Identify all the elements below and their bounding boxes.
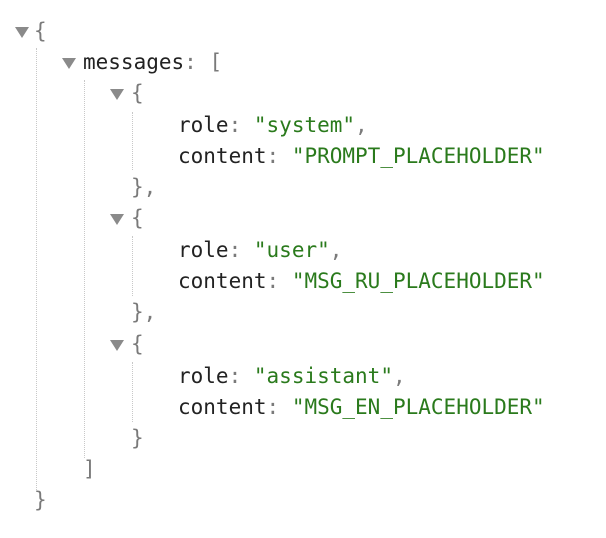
role-key: role: [178, 113, 229, 137]
role-key: role: [178, 238, 229, 262]
message-0-content-line: content: "PROMPT_PLACEHOLDER": [178, 141, 545, 172]
indent-guide-root: [36, 48, 37, 490]
array-close-bracket: ]: [83, 454, 96, 485]
colon: :: [184, 50, 197, 74]
role-value: "system": [253, 113, 356, 137]
brace: }: [131, 426, 144, 450]
comma: ,: [355, 113, 368, 137]
indent-guide-message-2: [132, 362, 133, 422]
brace: {: [34, 19, 47, 43]
content-value: "MSG_EN_PLACEHOLDER": [291, 395, 545, 419]
collapse-messages-toggle-icon[interactable]: [62, 58, 76, 69]
brace: }: [131, 175, 144, 199]
role-value: "user": [253, 238, 330, 262]
colon: :: [228, 113, 242, 137]
content-value: "PROMPT_PLACEHOLDER": [291, 144, 545, 168]
collapse-root-toggle-icon[interactable]: [15, 27, 29, 38]
message-1-content-line: content: "MSG_RU_PLACEHOLDER": [178, 266, 545, 297]
role-value: "assistant": [253, 364, 393, 388]
brace: }: [34, 488, 47, 512]
messages-line: messages: [: [83, 47, 222, 78]
content-key: content: [178, 269, 267, 293]
message-1-role-line: role: "user",: [178, 235, 342, 266]
message-2-role-line: role: "assistant",: [178, 361, 406, 392]
indent-guide-message-1: [132, 236, 133, 296]
message-0-open-brace: {: [131, 78, 144, 109]
bracket: ]: [83, 457, 96, 481]
colon: :: [228, 238, 242, 262]
message-0-close-brace: },: [131, 172, 156, 203]
message-0-role-line: role: "system",: [178, 110, 368, 141]
indent-guide-messages: [84, 80, 85, 458]
comma: ,: [143, 175, 157, 199]
root-open-brace: {: [34, 16, 47, 47]
brace: {: [131, 206, 144, 230]
collapse-message-0-toggle-icon[interactable]: [110, 89, 124, 100]
array-open-bracket: [: [209, 50, 223, 74]
content-key: content: [178, 395, 267, 419]
comma: ,: [143, 300, 157, 324]
colon: :: [266, 395, 280, 419]
collapse-message-1-toggle-icon[interactable]: [110, 214, 124, 225]
content-value: "MSG_RU_PLACEHOLDER": [291, 269, 545, 293]
colon: :: [266, 269, 280, 293]
comma: ,: [392, 364, 406, 388]
message-2-open-brace: {: [131, 329, 144, 360]
message-2-close-brace: }: [131, 423, 144, 454]
collapse-message-2-toggle-icon[interactable]: [110, 340, 124, 351]
comma: ,: [329, 238, 343, 262]
brace: {: [131, 332, 144, 356]
message-1-open-brace: {: [131, 203, 144, 234]
root-close-brace: }: [34, 485, 47, 516]
brace: {: [131, 81, 144, 105]
brace: }: [131, 300, 144, 324]
message-1-close-brace: },: [131, 297, 156, 328]
content-key: content: [178, 144, 267, 168]
colon: :: [266, 144, 280, 168]
role-key: role: [178, 364, 229, 388]
message-2-content-line: content: "MSG_EN_PLACEHOLDER": [178, 392, 545, 423]
colon: :: [228, 364, 242, 388]
messages-key: messages: [83, 50, 185, 74]
indent-guide-message-0: [132, 112, 133, 170]
